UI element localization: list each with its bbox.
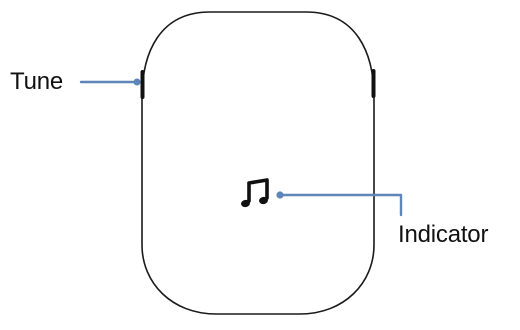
tune-label: Tune — [10, 68, 64, 95]
indicator-callout-line — [278, 193, 403, 217]
music-note-icon-right-head — [259, 196, 268, 205]
indicator-label: Indicator — [398, 221, 489, 248]
music-note-icon-left-head — [241, 199, 250, 208]
left-side-button — [140, 70, 145, 99]
right-side-button — [371, 69, 376, 98]
device-body-outline — [141, 11, 375, 315]
music-note-icon — [241, 178, 269, 208]
music-note-icon-stems — [247, 178, 269, 203]
tune-callout-dot — [133, 78, 141, 86]
